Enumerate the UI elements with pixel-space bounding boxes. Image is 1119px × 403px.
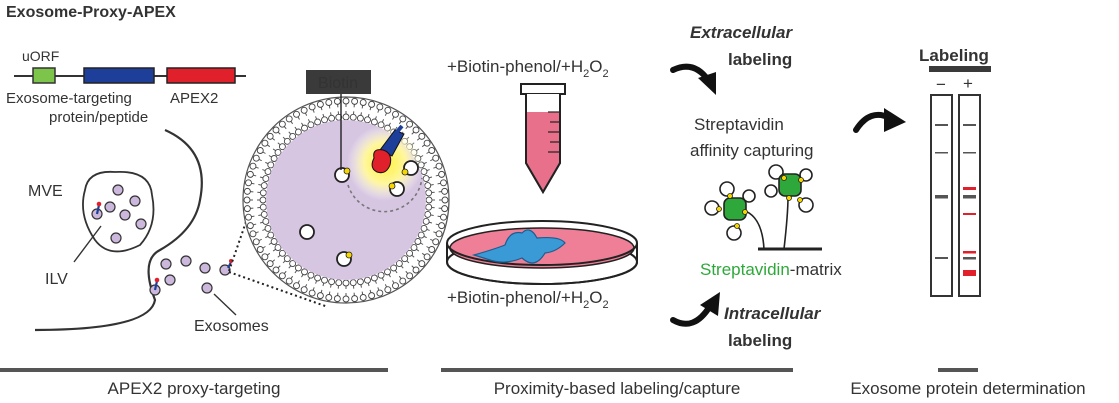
- lipid-bilayer: [243, 97, 449, 303]
- gel-minus: −: [936, 75, 946, 94]
- mve-label: MVE: [28, 183, 63, 200]
- section-label-3: Exosome protein determination: [850, 379, 1085, 398]
- mve-compartment: [82, 170, 155, 253]
- reagent-top: +Biotin-phenol/+H2O2: [447, 57, 609, 80]
- gel-plus: +: [963, 74, 973, 93]
- streptavidin-matrix: [704, 164, 822, 251]
- extracellular-label-1: Extracellular: [690, 23, 793, 42]
- biotin-tags: [343, 167, 409, 259]
- capture-line-1: Streptavidin: [694, 115, 784, 134]
- intracellular-label-1: Intracellular: [724, 304, 822, 323]
- gel-title: Labeling: [919, 46, 989, 65]
- gel: Labeling − +: [919, 46, 991, 297]
- reagent-top-text: +Biotin-phenol/+H2O2: [447, 57, 609, 80]
- cell-blob: [471, 229, 566, 264]
- targeting-label-2: protein/peptide: [49, 109, 148, 126]
- capture-line-2: affinity capturing: [690, 141, 813, 160]
- section-bar-3: [938, 368, 978, 372]
- uorf-label: uORF: [22, 48, 59, 64]
- extracellular-label-2: labeling: [728, 50, 792, 69]
- bands-plus: [963, 124, 976, 276]
- matrix-label: Streptavidin-matrix: [700, 260, 842, 279]
- arrow-intracellular: [670, 292, 720, 327]
- apex2-box: [166, 67, 236, 84]
- figure-title: Exosome-Proxy-APEX: [6, 4, 176, 21]
- exosomes-label: Exosomes: [194, 318, 269, 335]
- section-bar-2: [441, 368, 793, 372]
- biotin-label: Biotin: [318, 75, 358, 92]
- uorf-box: [32, 67, 56, 84]
- zoom-line-top: [228, 192, 257, 272]
- exosome-zoom: Biotin: [242, 70, 450, 304]
- arrow-extracellular: [670, 63, 716, 95]
- reagent-bottom: +Biotin-phenol/+H2O2: [447, 288, 609, 311]
- section-label-1: APEX2 proxy-targeting: [108, 379, 281, 398]
- intracellular-label-2: labeling: [728, 331, 792, 350]
- apex2-label: APEX2: [170, 90, 218, 107]
- biotin-label-box: [306, 70, 371, 94]
- reagent-bottom-text: +Biotin-phenol/+H2O2: [447, 288, 609, 311]
- bands-minus: [935, 124, 948, 259]
- released-exosomes: [149, 255, 231, 296]
- targeting-box: [83, 67, 155, 84]
- section-label-2: Proximity-based labeling/capture: [494, 379, 741, 398]
- arrow-to-gel: [853, 108, 906, 133]
- targeting-label-1: Exosome-targeting: [6, 90, 132, 107]
- gene-construct: uORF Exosome-targeting protein/peptide A…: [6, 48, 246, 126]
- ilv-label: ILV: [45, 271, 68, 288]
- cell: MVE ILV Exosomes: [28, 128, 269, 335]
- section-bar-1: [0, 368, 388, 372]
- centrifuge-tube: [520, 83, 566, 194]
- petri-dish: [446, 220, 638, 285]
- apex2-enzyme: [371, 149, 392, 174]
